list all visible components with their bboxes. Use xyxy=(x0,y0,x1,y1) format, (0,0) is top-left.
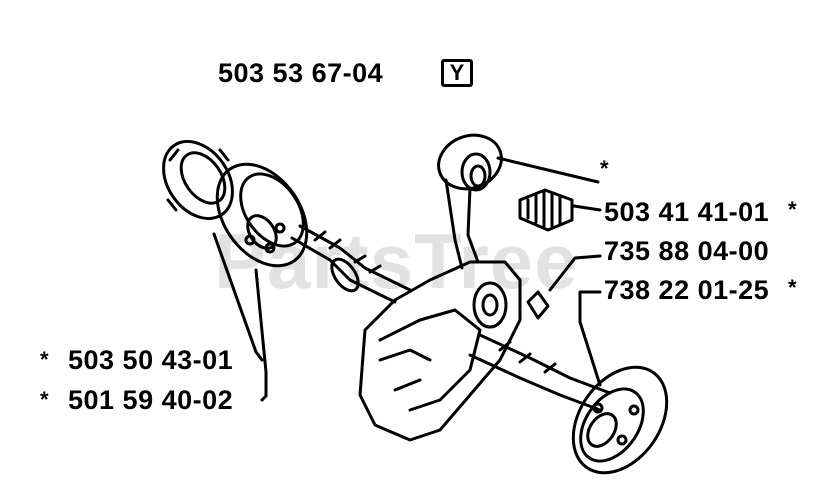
assembly-number: 503 53 67-04 xyxy=(218,58,384,88)
leader-line xyxy=(548,254,602,292)
asterisk-marker: * xyxy=(40,387,49,412)
part-number-label[interactable]: 501 59 40-02 xyxy=(68,385,234,415)
needle-bearing-icon xyxy=(518,188,574,232)
leader-line xyxy=(572,204,602,212)
part-number-label[interactable]: 735 88 04-00 xyxy=(604,236,770,266)
crankshaft-icon xyxy=(290,224,612,442)
ball-bearing-icon xyxy=(571,365,669,475)
part-number-label[interactable]: 503 50 43-01 xyxy=(68,345,234,375)
ball-bearing-icon xyxy=(215,162,309,268)
asterisk-marker: * xyxy=(40,347,49,372)
part-number-label[interactable]: 738 22 01-25 xyxy=(604,275,770,305)
model-badge: Y xyxy=(441,59,473,87)
part-number-label[interactable]: 503 41 41-01 xyxy=(604,197,770,227)
asterisk-marker: * xyxy=(788,197,797,222)
asterisk-marker: * xyxy=(788,275,797,300)
seal-ring-icon xyxy=(162,140,234,220)
leader-line xyxy=(212,232,264,362)
leader-line xyxy=(254,268,268,402)
woodruff-key-icon xyxy=(526,290,550,320)
asterisk-marker: * xyxy=(600,156,609,181)
leader-line xyxy=(496,156,600,184)
leader-line xyxy=(578,290,602,387)
connecting-rod-icon xyxy=(437,133,503,270)
